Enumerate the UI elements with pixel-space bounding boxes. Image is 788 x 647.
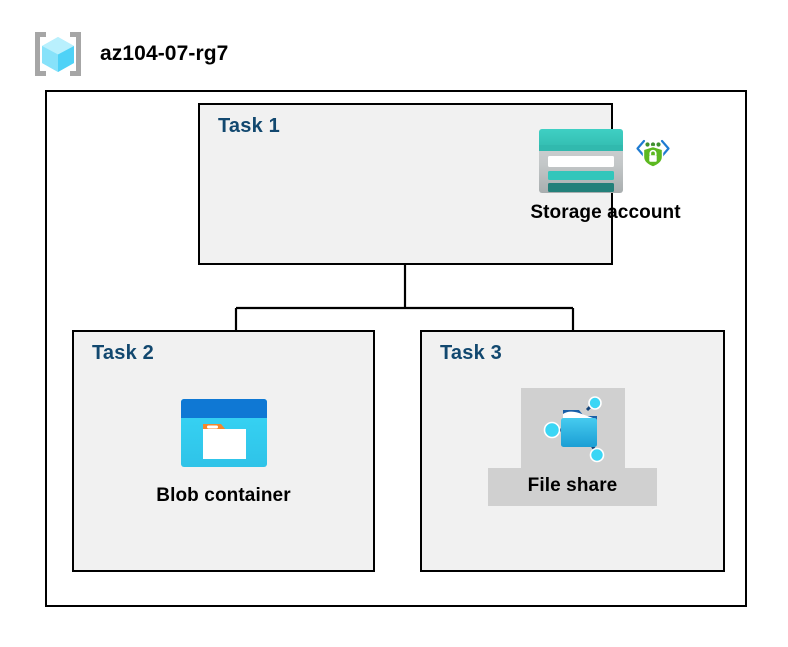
resource-group-title: az104-07-rg7 [100, 42, 229, 65]
resource-group-header: az104-07-rg7 [30, 28, 228, 80]
panel-label-task-3: Task 3 [440, 342, 502, 364]
blob-container-icon [179, 397, 269, 469]
storage-account-icon [537, 127, 625, 195]
file-share-selection-highlight [520, 388, 625, 468]
panel-label-task-1: Task 1 [218, 115, 280, 137]
panel-label-task-2: Task 2 [92, 342, 154, 364]
node-blob-container[interactable]: Blob container [74, 397, 373, 507]
panel-task-2[interactable]: Task 2 [72, 330, 375, 572]
node-caption-file-share: File share [487, 468, 658, 506]
node-caption-blob-container: Blob container [156, 485, 291, 506]
node-storage-account[interactable]: Storage account [400, 127, 788, 224]
panel-task-1[interactable]: Task 1 [198, 103, 681, 265]
file-share-icon [535, 392, 611, 468]
secure-transfer-shield-icon [630, 127, 675, 171]
node-caption-storage-account: Storage account [530, 202, 681, 223]
node-file-share[interactable]: File share [422, 388, 723, 506]
azure-resource-group-icon [30, 28, 86, 80]
panel-task-3[interactable]: Task 3 [420, 330, 725, 572]
